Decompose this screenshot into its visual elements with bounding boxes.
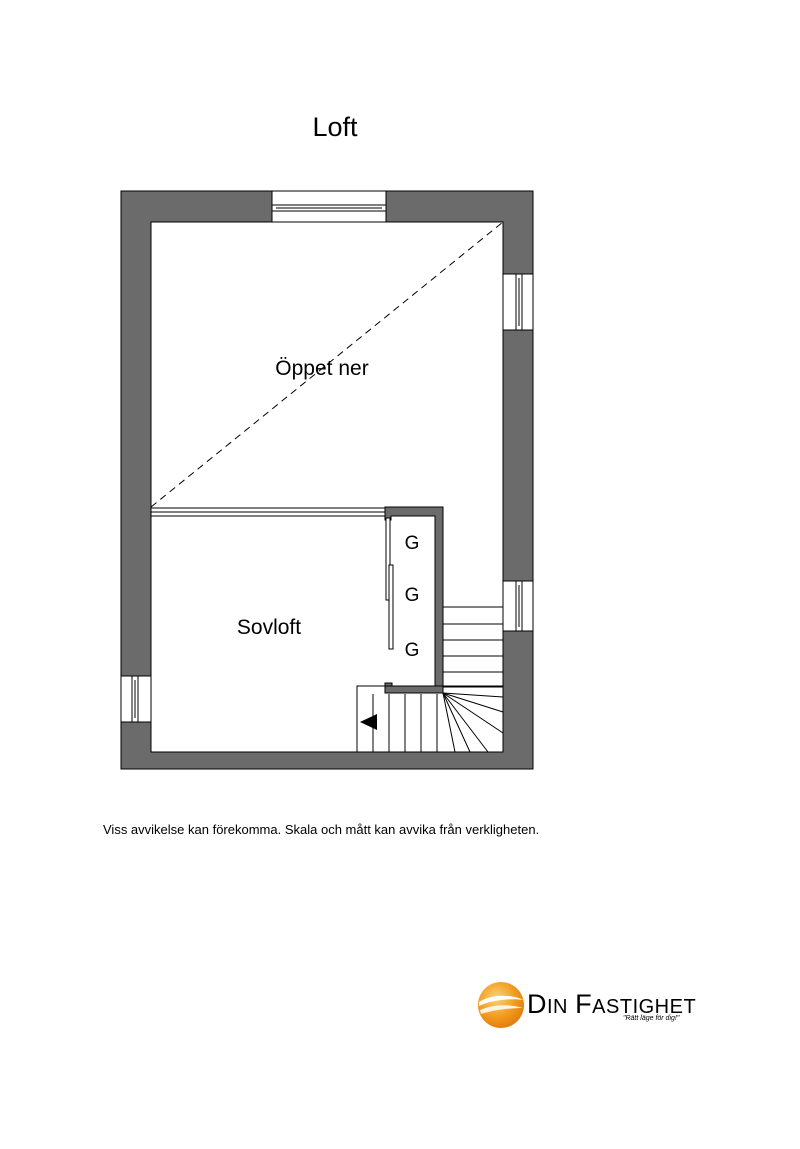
closet-label: G <box>405 640 420 661</box>
exterior-walls <box>120 190 534 770</box>
window-left <box>120 675 152 723</box>
staircase <box>356 606 504 753</box>
closet-label: G <box>405 533 420 554</box>
room-label-sleeping-loft: Sovloft <box>237 616 301 639</box>
logo-letters: IN <box>547 996 568 1018</box>
logo-letters: ASTIGHET <box>592 996 697 1018</box>
stair-direction-arrow <box>360 714 377 730</box>
room-label-open-below: Öppet ner <box>275 357 368 380</box>
window-right-upper <box>502 273 534 331</box>
window-right-lower <box>502 580 534 632</box>
floor-plan: Öppet ner Sovloft G G G <box>120 190 534 770</box>
logo-wordmark: DIN FASTIGHET <box>527 989 696 1020</box>
disclaimer: Viss avvikelse kan förekomma. Skala och … <box>103 822 540 837</box>
window-top <box>271 190 387 223</box>
logo-letter: D <box>527 989 547 1019</box>
closet-label: G <box>405 585 420 606</box>
railing <box>151 507 386 517</box>
company-logo: DIN FASTIGHET "Rätt läge för dig!" <box>476 980 716 1030</box>
logo-tagline: "Rätt läge för dig!" <box>623 1015 680 1022</box>
logo-sun-icon <box>478 982 524 1028</box>
closet-doors <box>385 517 394 650</box>
logo-letter: F <box>575 989 593 1019</box>
open-below-diagonal <box>150 221 504 508</box>
page-title: Loft <box>312 112 358 142</box>
